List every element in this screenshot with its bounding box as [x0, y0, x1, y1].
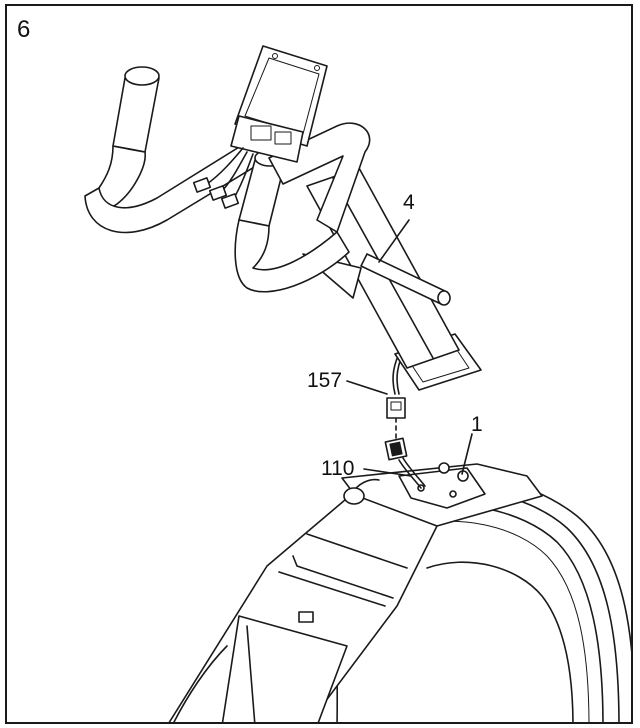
leader-line-4: [378, 219, 410, 263]
wire-157: [386, 347, 407, 419]
leader-line-110: [363, 468, 412, 477]
callout-110: 110: [321, 457, 355, 480]
leader-line-157: [346, 380, 388, 395]
wire-110: [384, 437, 426, 489]
leader-line-1: [461, 433, 473, 475]
callout-4: 4: [403, 191, 415, 214]
base-frame-part-1: [168, 462, 631, 722]
assembly-illustration: [84, 45, 631, 722]
console-bracket: [230, 45, 328, 163]
step-number: 6: [17, 16, 31, 43]
callout-157: 157: [307, 369, 343, 392]
callout-1: 1: [471, 413, 483, 436]
console-wires: [192, 147, 254, 209]
instruction-panel: 6: [5, 4, 633, 724]
